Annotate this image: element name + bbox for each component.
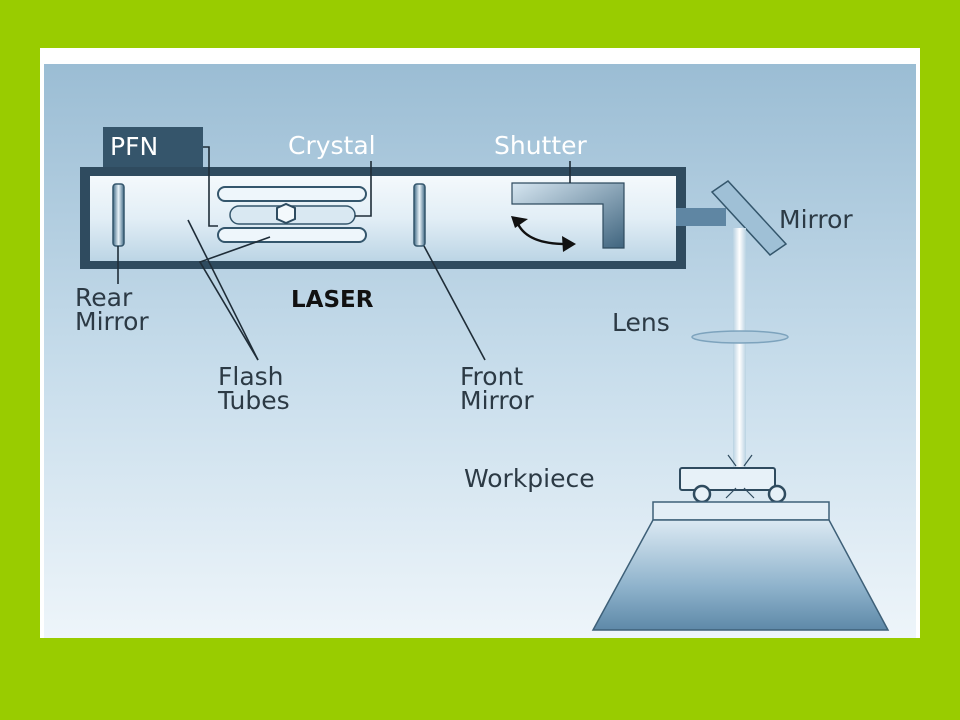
front-mirror-label-line1: Front — [460, 362, 523, 391]
crystal-label: Crystal — [288, 131, 376, 160]
workpiece-wheel-left — [692, 484, 712, 504]
crystal-hexagon — [276, 202, 296, 225]
shutter-arrowhead-right — [562, 236, 576, 252]
rear-mirror — [112, 183, 125, 247]
beam-mirror — [710, 180, 788, 256]
shutter-rotation-arrow — [516, 223, 567, 246]
rear-mirror-label-line2: Mirror — [75, 307, 149, 336]
laser-diagram: PFN — [44, 64, 916, 638]
beam-impact-sparks — [725, 454, 755, 499]
mirror-label: Mirror — [779, 205, 853, 234]
flash-tube-upper — [217, 186, 367, 202]
shutter — [511, 182, 625, 249]
lens-label: Lens — [612, 308, 670, 337]
pfn-box — [103, 127, 203, 167]
pfn-label: PFN — [110, 132, 158, 161]
diagram-frame: PFN — [40, 48, 920, 638]
flash-tubes-label-line1: Flash — [218, 362, 284, 391]
pfn-leader — [203, 146, 218, 227]
shutter-arrowhead-top — [511, 216, 528, 228]
stand-base — [591, 519, 890, 631]
laser-label: LASER — [291, 287, 374, 313]
stand-top — [652, 501, 830, 521]
front-mirror-label-line2: Mirror — [460, 386, 534, 415]
crystal-leader — [355, 161, 372, 217]
shutter-label: Shutter — [494, 131, 588, 160]
workpiece-block — [679, 467, 776, 491]
flash-tube-lower — [217, 227, 367, 243]
flash-tubes-label-line2: Tubes — [217, 386, 290, 415]
flash-tubes-leader-1 — [187, 219, 259, 361]
laser-beam — [733, 228, 746, 468]
workpiece-wheel-right — [767, 484, 787, 504]
front-mirror — [413, 183, 426, 247]
front-mirror-leader — [423, 245, 486, 361]
rear-mirror-label-line1: Rear — [75, 283, 133, 312]
lens — [691, 330, 789, 344]
workpiece-label: Workpiece — [464, 464, 595, 493]
output-port — [676, 208, 726, 226]
flash-tubes-leader-2 — [198, 236, 271, 361]
